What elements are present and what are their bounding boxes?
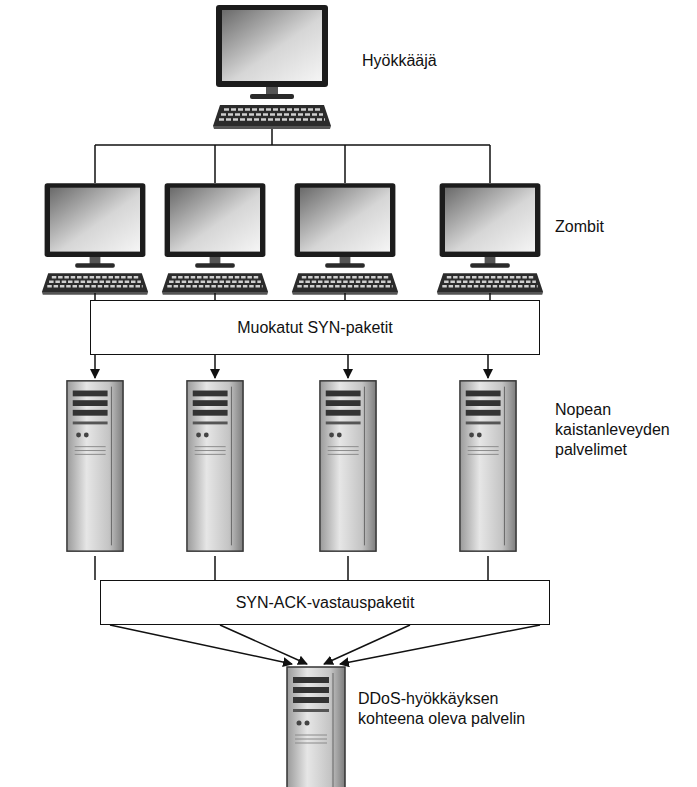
connector-segment (94, 145, 96, 183)
connector-segment (347, 556, 349, 580)
figure-label: Zombit (555, 217, 675, 237)
box-label: Muokatut SYN-paketit (229, 318, 401, 338)
connector-segment (344, 293, 346, 300)
connector-line (95, 293, 490, 300)
connector-segment (271, 129, 273, 145)
connector-segment (344, 145, 346, 183)
connector-arrow (95, 355, 488, 378)
figure-label: Hyökkääjä (362, 51, 492, 71)
box-label: SYN-ACK-vastauspaketit (228, 593, 423, 613)
zombie-computer (292, 183, 398, 295)
connector-segment (214, 145, 216, 183)
connector-segment (487, 355, 489, 378)
zombie-group: Zombit (40, 183, 685, 293)
connector-segment (489, 145, 491, 183)
connector-segment (487, 556, 489, 580)
connector-arrow (110, 625, 540, 664)
connector-line (95, 129, 490, 183)
attacker-computer (213, 5, 331, 129)
server-tower (187, 381, 243, 551)
server-group: Nopean kaistanleveyden palvelimet (55, 378, 690, 556)
connector-segment (94, 556, 96, 580)
figure-label: Nopean kaistanleveyden palvelimet (555, 400, 687, 460)
target-node: DDoS-hyökkäyksen kohteena oleva palvelin (283, 665, 563, 787)
connector-segment (94, 293, 96, 300)
connector-segment (95, 144, 490, 146)
connector-line (95, 556, 488, 580)
target-server-tower (287, 667, 345, 787)
packet-box: Muokatut SYN-paketit (90, 300, 540, 355)
connector-segment (214, 355, 216, 378)
server-tower (460, 381, 516, 551)
connector-segment (214, 556, 216, 580)
zombie-computer (437, 183, 543, 295)
connector-segment (94, 355, 96, 378)
connector-segment (214, 293, 216, 300)
packet-box: SYN-ACK-vastauspaketit (100, 580, 550, 625)
connector-segment (347, 355, 349, 378)
connector-segment (489, 293, 491, 300)
connector-segment (340, 625, 540, 664)
zombie-computer (162, 183, 268, 295)
figure-label: DDoS-hyökkäyksen kohteena oleva palvelin (358, 689, 548, 729)
connector-segment (220, 625, 307, 664)
attacker-node: Hyökkääjä (212, 5, 332, 129)
server-tower (67, 381, 123, 551)
server-tower (320, 381, 376, 551)
zombie-computer (42, 183, 148, 295)
